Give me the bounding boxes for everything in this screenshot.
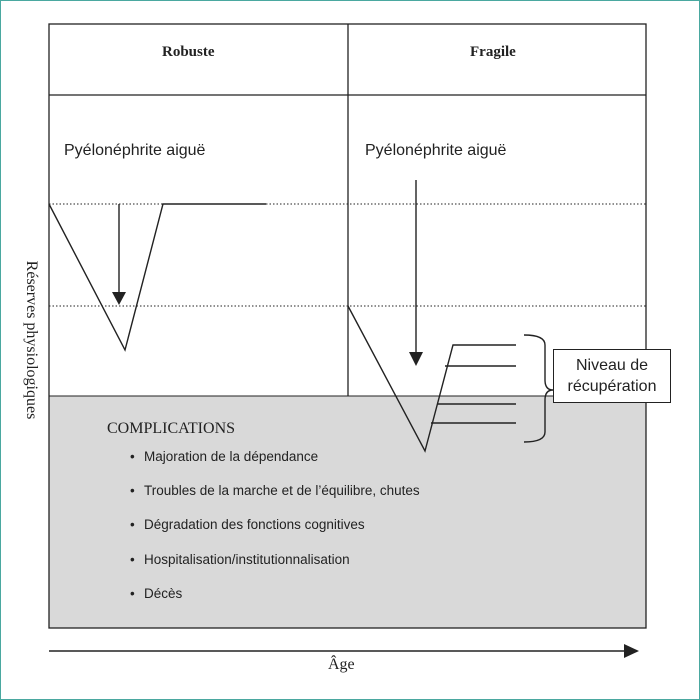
- complication-item: Dégradation des fonctions cognitives: [130, 517, 365, 532]
- complication-item: Hospitalisation/institutionnalisation: [130, 552, 350, 567]
- y-axis-label: Réserves physiologiques: [23, 260, 40, 420]
- recovery-label-line1: Niveau de: [575, 357, 649, 374]
- robust-arrow-head: [112, 292, 126, 305]
- complication-item: Troubles de la marche et de l’équilibre,…: [130, 483, 420, 498]
- event-label-robust: Pyélonéphrite aiguë: [64, 142, 206, 159]
- fragile-arrow-head: [409, 352, 423, 366]
- recovery-level-box: Niveau de récupération: [553, 349, 671, 403]
- x-axis-label: Âge: [328, 656, 355, 673]
- event-label-fragile: Pyélonéphrite aiguë: [365, 142, 507, 159]
- complication-item: Décès: [130, 586, 182, 601]
- fragile-trajectory: [347, 305, 516, 453]
- header-robuste: Robuste: [162, 44, 215, 60]
- complication-item: Majoration de la dépendance: [130, 449, 318, 464]
- header-fragile: Fragile: [470, 44, 516, 60]
- age-axis-arrowhead: [624, 644, 639, 658]
- recovery-label-line2: récupération: [567, 378, 657, 395]
- complications-title: COMPLICATIONS: [107, 420, 236, 437]
- robust-trajectory: [48, 203, 266, 352]
